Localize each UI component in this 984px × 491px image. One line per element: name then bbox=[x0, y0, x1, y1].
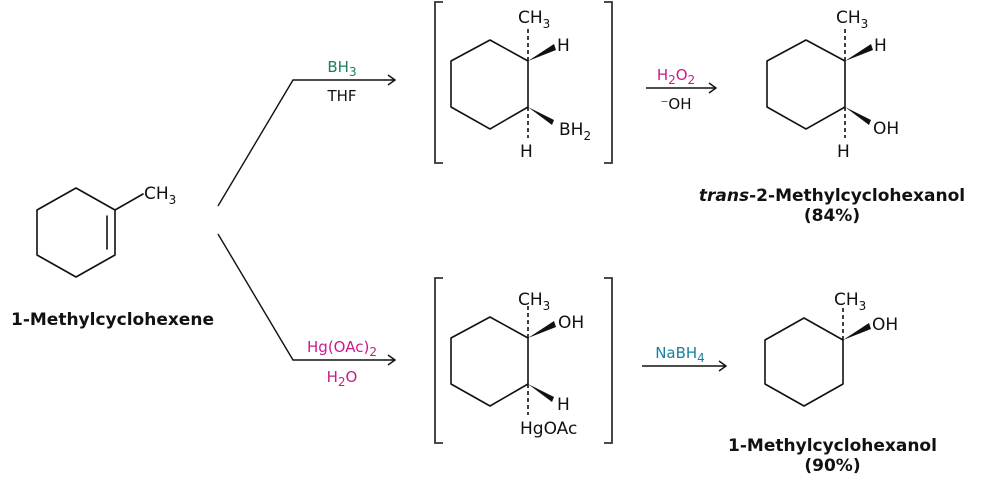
svg-text:HgOAc: HgOAc bbox=[520, 419, 577, 439]
starting-material-label: 1-Methylcyclohexene bbox=[0, 310, 225, 330]
ch3-label: CH3 bbox=[144, 184, 176, 207]
svg-text:CH3: CH3 bbox=[836, 8, 868, 31]
oxidation-arrow: H2O2 ⁻OH bbox=[646, 66, 718, 113]
svg-text:OH: OH bbox=[558, 313, 584, 333]
svg-text:OH: OH bbox=[872, 315, 898, 335]
bottom-product-yield: (90%) bbox=[804, 456, 861, 476]
starting-material-name: 1-Methylcyclohexene bbox=[11, 310, 214, 330]
organomercury-intermediate: CH3 OH H HgOAc bbox=[434, 277, 613, 444]
top-product-yield: (84%) bbox=[803, 206, 861, 226]
methylcyclohexene-structure: CH3 bbox=[36, 184, 176, 278]
organoborane-intermediate: CH3 H BH2 H bbox=[434, 1, 613, 164]
reagent-hgoac2: Hg(OAc)2 bbox=[307, 338, 377, 359]
svg-text:CH3: CH3 bbox=[834, 290, 866, 313]
svg-text:BH2: BH2 bbox=[559, 120, 591, 143]
reagent-thf: THF bbox=[326, 87, 356, 105]
svg-text:H2O2: H2O2 bbox=[657, 66, 695, 87]
svg-text:CH3: CH3 bbox=[518, 8, 550, 31]
reagent-h2o: H2O bbox=[327, 368, 358, 389]
svg-text:H: H bbox=[520, 142, 533, 162]
product-name-italic: trans bbox=[698, 186, 750, 206]
svg-text:CH3: CH3 bbox=[518, 290, 550, 313]
product-name-rest: -2-Methylcyclohexanol bbox=[749, 186, 966, 206]
svg-text:NaBH4: NaBH4 bbox=[655, 344, 705, 365]
branch-arrows bbox=[217, 74, 397, 366]
bottom-product-name: 1-Methylcyclohexanol bbox=[728, 436, 937, 456]
reagent-bh3: BH3 bbox=[327, 58, 356, 79]
trans-2-methylcyclohexanol-structure: CH3 H OH H bbox=[766, 8, 899, 162]
svg-text:⁻OH: ⁻OH bbox=[660, 95, 691, 113]
svg-text:H: H bbox=[557, 36, 570, 56]
svg-text:OH: OH bbox=[873, 119, 899, 139]
svg-text:H: H bbox=[837, 142, 850, 162]
top-product-label: trans-2-Methylcyclohexanol (84%) bbox=[680, 186, 984, 226]
svg-text:H: H bbox=[874, 36, 887, 56]
bottom-product-label: 1-Methylcyclohexanol (90%) bbox=[700, 436, 965, 476]
svg-text:H: H bbox=[557, 395, 570, 415]
1-methylcyclohexanol-structure: CH3 OH bbox=[764, 290, 898, 407]
reduction-arrow: NaBH4 bbox=[642, 344, 728, 372]
